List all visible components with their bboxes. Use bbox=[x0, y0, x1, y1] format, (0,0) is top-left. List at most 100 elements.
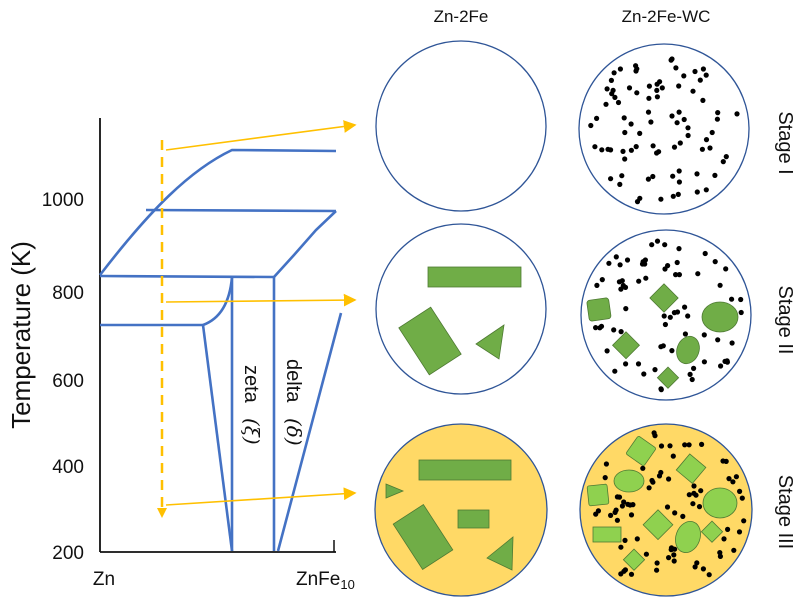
wc-dot bbox=[672, 510, 678, 516]
stage-2-wc-diamond-1 bbox=[649, 283, 679, 313]
stage-2-wc-square-1 bbox=[586, 297, 612, 322]
wc-dot bbox=[603, 461, 610, 467]
wc-dot bbox=[729, 296, 735, 302]
wc-dot bbox=[615, 99, 622, 106]
wc-dot bbox=[689, 376, 695, 383]
stage-2-wc-ellipse-1 bbox=[701, 301, 739, 333]
wc-dot bbox=[686, 492, 692, 498]
wc-dot bbox=[634, 199, 641, 205]
wc-dot bbox=[654, 87, 660, 93]
wc-dot bbox=[673, 65, 679, 71]
wc-dot bbox=[614, 517, 621, 523]
stage-2-wc-diamond-3 bbox=[656, 366, 680, 389]
wc-dot bbox=[620, 148, 626, 154]
wc-dot bbox=[660, 343, 666, 349]
wc-dot bbox=[707, 145, 713, 151]
wc-dot bbox=[720, 159, 726, 165]
wc-dot bbox=[692, 564, 698, 570]
wc-dot bbox=[646, 485, 652, 491]
wc-dot bbox=[681, 73, 687, 79]
wc-dot bbox=[703, 137, 710, 143]
wc-dot bbox=[694, 189, 700, 195]
wc-dot bbox=[712, 259, 718, 265]
wc-dot bbox=[621, 499, 627, 505]
stage-2-wc-green-particles bbox=[586, 283, 739, 389]
wc-dot bbox=[733, 474, 740, 480]
wc-dot bbox=[592, 144, 598, 150]
wc-dot bbox=[691, 365, 697, 371]
stage-3-zn2fe-wc-circle bbox=[579, 423, 753, 597]
stage-2-zn2fe-circle bbox=[375, 223, 547, 395]
column-header-zn2fe: Zn-2Fe bbox=[434, 7, 489, 26]
zeta-word: zeta bbox=[240, 365, 262, 404]
stage-1-arrow bbox=[165, 120, 357, 151]
wc-dot bbox=[696, 504, 703, 510]
wc-dot bbox=[676, 246, 682, 252]
wc-dot bbox=[645, 176, 652, 182]
stage-2-wc-particles bbox=[593, 238, 744, 393]
wc-dot bbox=[646, 95, 652, 101]
stage-3-wc-diamond-4 bbox=[700, 520, 724, 543]
wc-dot bbox=[712, 172, 718, 178]
wc-dot bbox=[682, 304, 688, 310]
wc-dot bbox=[620, 282, 626, 289]
wc-dot bbox=[675, 191, 681, 197]
wc-dot bbox=[628, 571, 635, 577]
wc-dot bbox=[709, 129, 715, 136]
wc-dot bbox=[676, 109, 682, 115]
wc-dot bbox=[593, 325, 599, 331]
wc-dot bbox=[676, 179, 683, 185]
wc-dot bbox=[723, 458, 729, 464]
wc-dot bbox=[613, 507, 619, 513]
delta-right-boundary bbox=[276, 312, 343, 552]
stage-3-label: Stage III bbox=[774, 475, 796, 550]
wc-dot bbox=[611, 327, 617, 333]
stage-2-rect-particle-bar bbox=[427, 266, 522, 288]
wc-dot bbox=[637, 130, 643, 136]
wc-dot bbox=[729, 340, 735, 346]
wc-dot bbox=[624, 257, 631, 263]
wc-dot bbox=[667, 443, 673, 449]
wc-dot bbox=[652, 367, 658, 373]
delta-phase-label: delta (δ) bbox=[282, 359, 306, 446]
wc-dot bbox=[674, 120, 680, 126]
wc-dot bbox=[652, 433, 658, 439]
wc-dot bbox=[618, 571, 624, 577]
wc-dot bbox=[662, 321, 669, 328]
wc-dot bbox=[650, 173, 656, 180]
wc-dot bbox=[593, 511, 599, 517]
wc-dot bbox=[623, 306, 629, 312]
axes bbox=[99, 118, 336, 553]
wc-dot bbox=[606, 260, 612, 266]
wc-dot bbox=[654, 560, 660, 566]
wc-dot bbox=[682, 331, 689, 337]
stage-2-rect-particle-tilted bbox=[398, 306, 462, 376]
x-tick-label-znfe10-base: ZnFe bbox=[296, 569, 340, 590]
wc-dot bbox=[662, 266, 668, 272]
stage-2-triangle-particle bbox=[475, 324, 505, 360]
wc-dot bbox=[691, 483, 697, 489]
wc-dot bbox=[703, 72, 709, 78]
wc-dot bbox=[645, 109, 652, 115]
wc-dot bbox=[625, 501, 631, 507]
stage-3-wc-diamond-5 bbox=[622, 548, 646, 571]
wc-dot bbox=[658, 469, 664, 476]
wc-dot bbox=[656, 149, 662, 155]
wc-dot bbox=[700, 97, 706, 103]
wc-dot bbox=[706, 572, 712, 578]
wc-dot bbox=[741, 518, 747, 524]
wc-dot bbox=[666, 476, 672, 482]
stage-3-rect-particle-small bbox=[457, 509, 490, 529]
wc-dot bbox=[700, 566, 707, 572]
wc-dot bbox=[608, 77, 615, 83]
stage-1-wc-particles bbox=[588, 56, 740, 205]
wc-dot bbox=[654, 81, 660, 87]
wc-dot bbox=[659, 85, 665, 91]
wc-dot bbox=[687, 371, 693, 377]
wc-dot bbox=[717, 550, 723, 556]
wc-dot bbox=[623, 361, 629, 367]
stage-3-arrow bbox=[165, 487, 357, 506]
wc-dot bbox=[633, 144, 639, 150]
wc-dot bbox=[671, 144, 678, 150]
